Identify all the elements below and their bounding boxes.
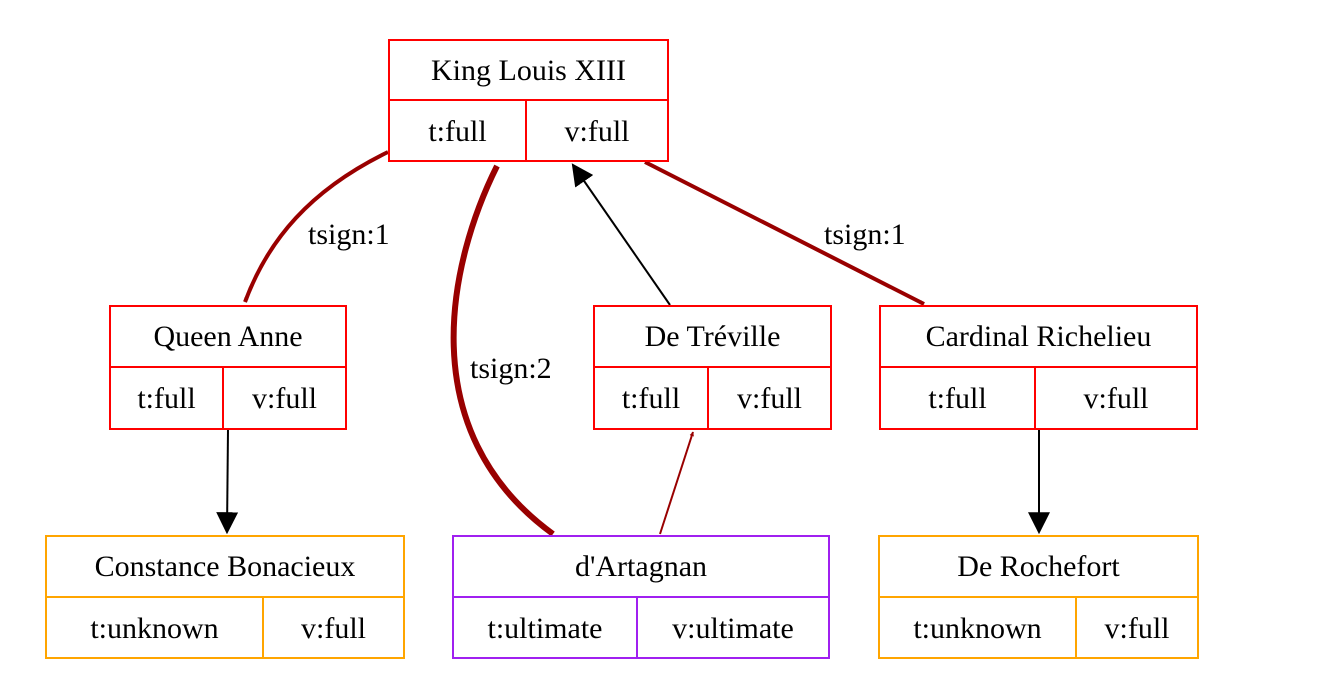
edge-treville-to-king — [571, 163, 671, 306]
node-trust: t:unknown — [913, 612, 1041, 645]
node-trust: t:full — [428, 115, 486, 148]
node-name: Constance Bonacieux — [95, 550, 356, 583]
node-king-louis-xiii[interactable]: King Louis XIII t:full v:full — [388, 39, 669, 162]
edges: tsign:1 tsign:1 tsign:2 — [216, 150, 1050, 537]
node-trust: t:ultimate — [488, 612, 603, 645]
edge-king-to-queen — [243, 150, 389, 303]
edge-label-king-queen: tsign:1 — [308, 218, 390, 251]
node-name: Cardinal Richelieu — [926, 320, 1152, 353]
node-de-treville[interactable]: De Tréville t:full v:full — [593, 305, 832, 430]
node-validity: v:full — [565, 115, 630, 148]
nodes: King Louis XIII t:full v:full Queen Anne… — [45, 39, 1199, 659]
node-validity: v:full — [737, 382, 802, 415]
node-trust: t:unknown — [90, 612, 218, 645]
node-queen-anne[interactable]: Queen Anne t:full v:full — [109, 305, 347, 430]
node-trust: t:full — [137, 382, 195, 415]
node-constance-bonacieux[interactable]: Constance Bonacieux t:unknown v:full — [45, 535, 405, 659]
node-validity: v:full — [301, 612, 366, 645]
node-dartagnan[interactable]: d'Artagnan t:ultimate v:ultimate — [452, 535, 830, 659]
node-name: Queen Anne — [153, 320, 302, 353]
edge-dartagnan-to-treville — [659, 431, 694, 535]
edge-queen-to-constance — [216, 428, 239, 535]
edge-label-dartagnan-king: tsign:2 — [470, 352, 552, 385]
edge-king-to-richelieu — [644, 160, 925, 306]
node-validity: v:full — [252, 382, 317, 415]
edge-dartagnan-to-king — [450, 164, 555, 537]
node-validity: v:ultimate — [672, 612, 794, 645]
edge-label-king-richelieu: tsign:1 — [824, 218, 906, 251]
node-trust: t:full — [928, 382, 986, 415]
node-de-rochefort[interactable]: De Rochefort t:unknown v:full — [878, 535, 1199, 659]
node-name: King Louis XIII — [431, 54, 626, 87]
node-name: De Rochefort — [957, 550, 1120, 583]
node-trust: t:full — [622, 382, 680, 415]
node-cardinal-richelieu[interactable]: Cardinal Richelieu t:full v:full — [879, 305, 1198, 430]
node-validity: v:full — [1105, 612, 1170, 645]
node-name: d'Artagnan — [575, 550, 707, 583]
node-validity: v:full — [1084, 382, 1149, 415]
node-name: De Tréville — [645, 320, 781, 353]
